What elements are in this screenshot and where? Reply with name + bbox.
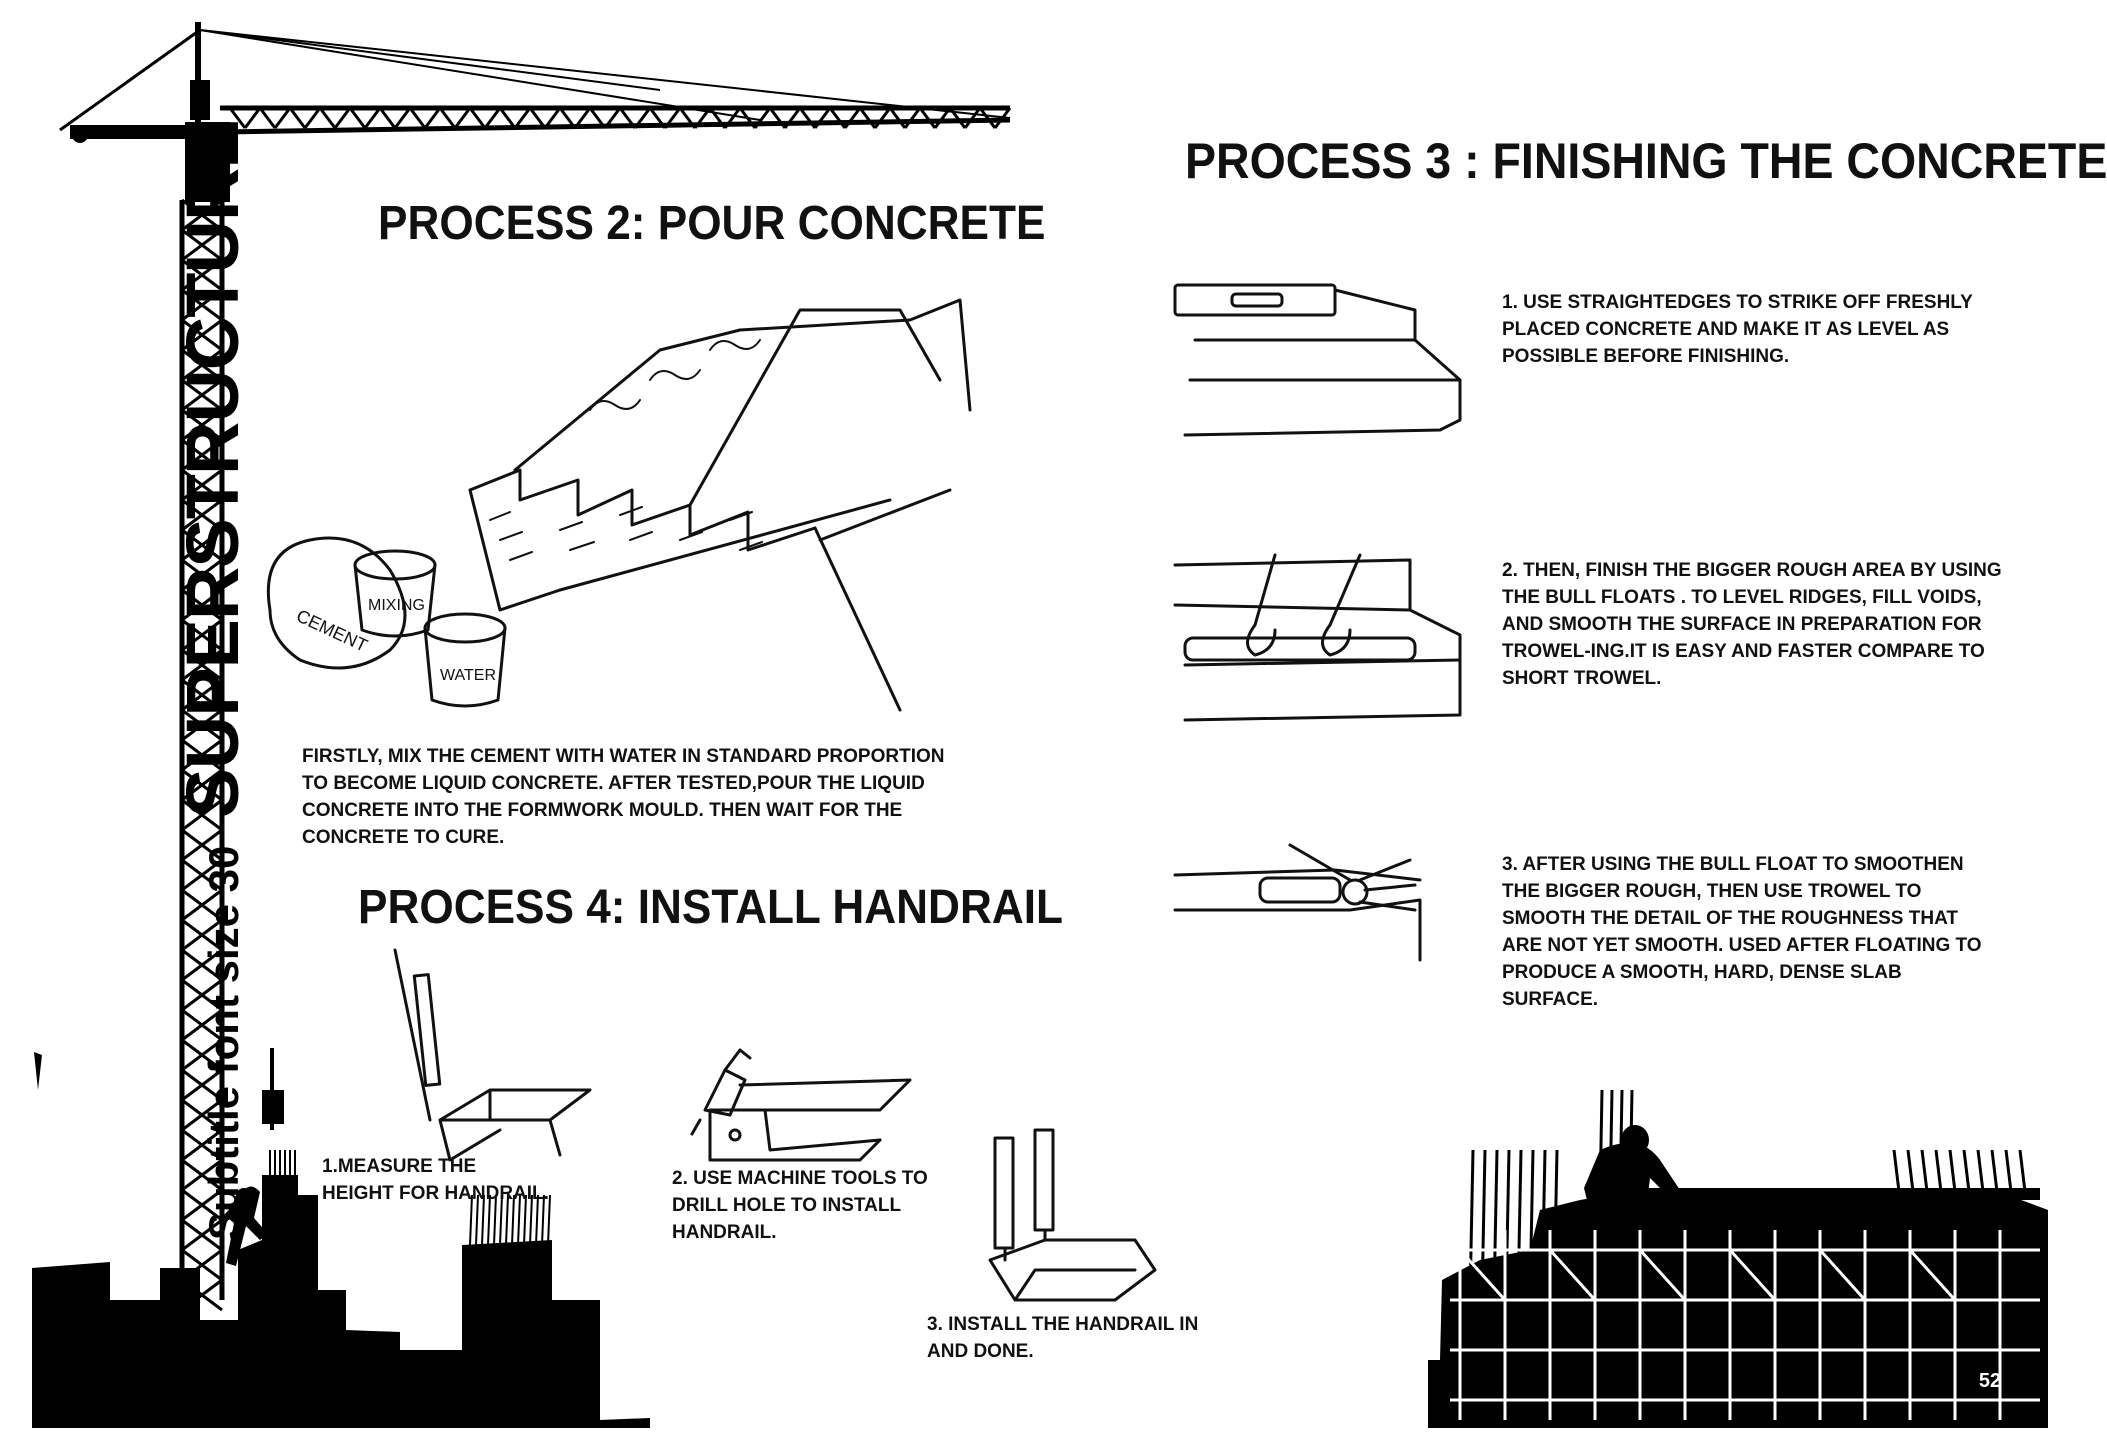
workers-silhouette bbox=[1428, 1089, 2048, 1428]
process4-step3: 3. INSTALL THE HANDRAIL IN AND DONE. bbox=[927, 1314, 1199, 1362]
process2-body: FIRSTLY, MIX THE CEMENT WITH WATER IN ST… bbox=[302, 746, 945, 848]
sidebar-title: SUPERSTRUCTURE bbox=[171, 120, 254, 818]
process4-title: PROCESS 4: INSTALL HANDRAIL bbox=[358, 881, 1063, 934]
trowel-sketch bbox=[1173, 843, 1422, 962]
process3-step2: 2. THEN, FINISH THE BIGGER ROUGH AREA BY… bbox=[1502, 560, 2002, 689]
bull-float-sketch bbox=[1173, 553, 1462, 722]
spirit-level-sketch bbox=[393, 948, 592, 1162]
process4-step2: 2. USE MACHINE TOOLS TO DRILL HOLE TO IN… bbox=[672, 1168, 928, 1243]
staircase-sketch: MIXING WATER CEMENT bbox=[266, 298, 972, 712]
sidebar-title-block: Subtitle font size 30 SUPERSTRUCTURE bbox=[170, 120, 255, 1240]
process2-title: PROCESS 2: POUR CONCRETE bbox=[378, 197, 1046, 250]
page-number: 52 bbox=[1978, 1370, 2002, 1392]
sidebar-subtitle: Subtitle font size 30 bbox=[200, 845, 247, 1240]
process3-step3: 3. AFTER USING THE BULL FLOAT TO SMOOTHE… bbox=[1502, 854, 1982, 1010]
process3-title: PROCESS 3 : FINISHING THE CONCRETE bbox=[1185, 133, 2107, 189]
process3-step1: 1. USE STRAIGHTEDGES TO STRIKE OFF FRESH… bbox=[1502, 292, 1973, 367]
process4-step1: 1.MEASURE THE HEIGHT FOR HANDRAIL. bbox=[322, 1156, 549, 1204]
mixing-label: MIXING bbox=[368, 597, 425, 614]
handrail-install-sketch bbox=[988, 1128, 1157, 1302]
water-label: WATER bbox=[440, 667, 496, 684]
drill-sketch bbox=[690, 1048, 912, 1162]
straightedge-sketch bbox=[1173, 283, 1462, 437]
crane-silhouette bbox=[32, 22, 1012, 1428]
